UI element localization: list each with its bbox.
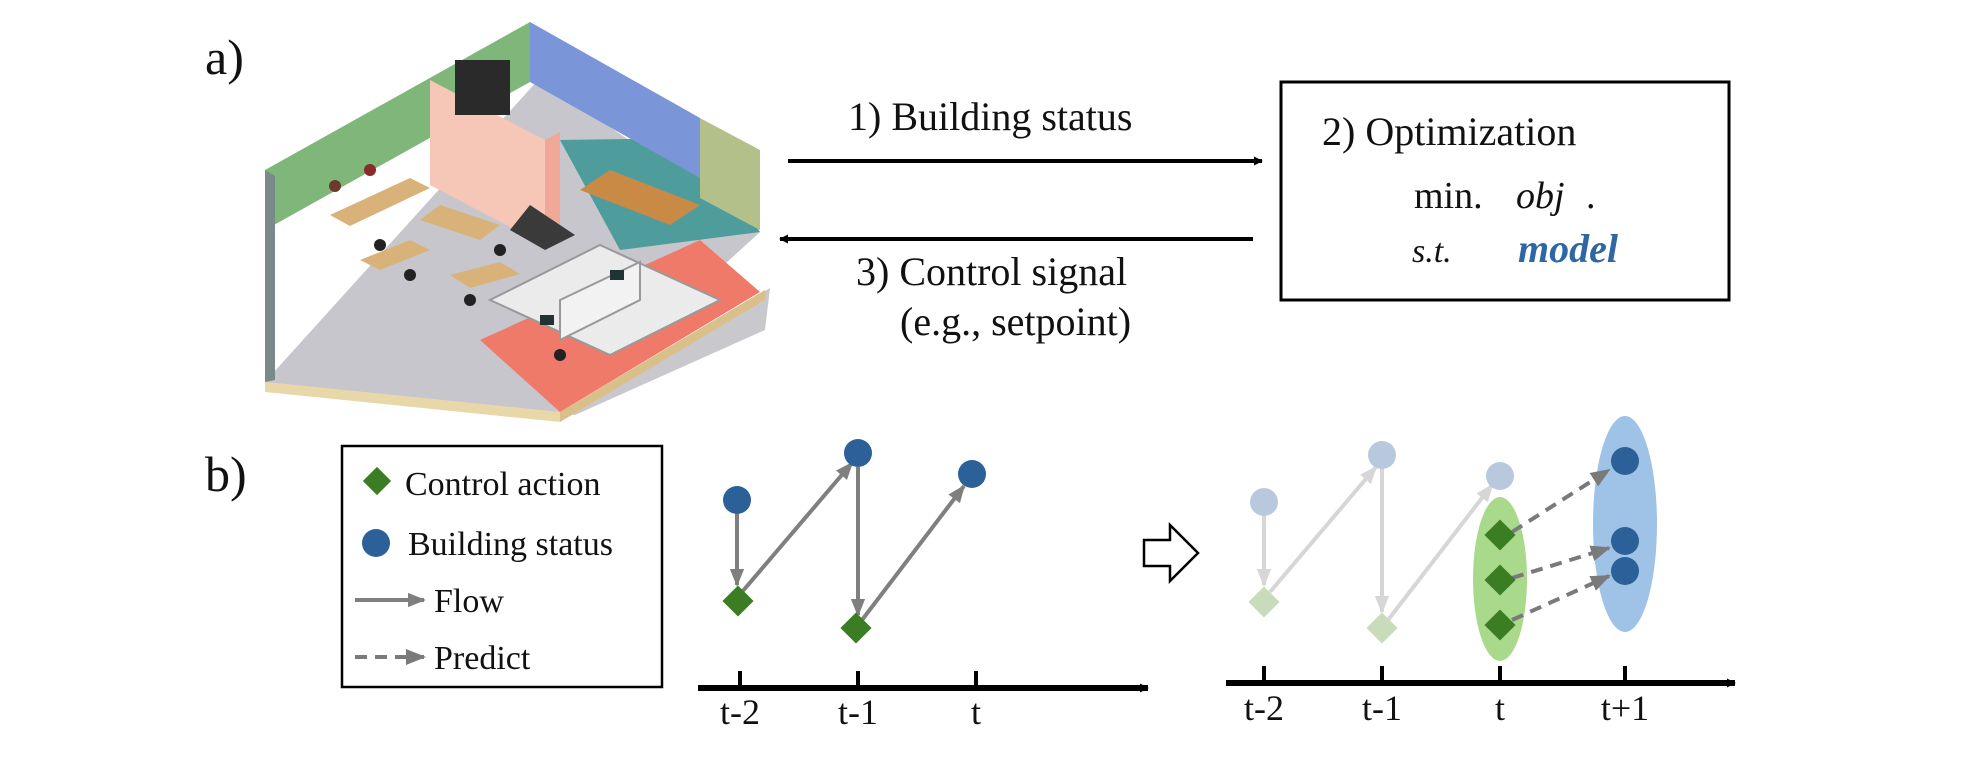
predicted-status-marker <box>1611 557 1639 585</box>
legend-diamond-icon <box>362 466 392 496</box>
control-signal-example: (e.g., setpoint) <box>900 299 1131 344</box>
objective-period: . <box>1586 175 1596 217</box>
optimization-box: 2) Optimization min. obj . s.t. model <box>1279 80 1731 302</box>
right-timeline: t-2 t-1 t t+1 <box>1226 416 1736 728</box>
objective-min: min. <box>1414 175 1483 217</box>
left-tick-label-t-2: t-2 <box>720 692 760 732</box>
predicted-status-marker <box>1611 447 1639 475</box>
left-timeline: t-2 t-1 t <box>698 439 1149 732</box>
right-tick-label-t-2: t-2 <box>1244 688 1284 728</box>
model-text: model <box>1518 226 1619 271</box>
left-tick-label-t-1: t-1 <box>838 692 878 732</box>
predict-arrow <box>1511 545 1611 580</box>
office-building-illustration <box>265 22 770 422</box>
legend-circle-icon <box>362 529 390 557</box>
faded-flow-arrow <box>1268 465 1378 594</box>
panel-b-label: b) <box>205 446 247 502</box>
flow-arrow <box>740 461 854 594</box>
faded-status-marker <box>1486 462 1514 490</box>
right-tick-label-t-1: t-1 <box>1362 688 1402 728</box>
panel-a-label: a) <box>205 29 244 85</box>
predicted-status-marker <box>1611 527 1639 555</box>
subject-to: s.t. <box>1412 233 1452 270</box>
legend-control-action: Control action <box>405 466 600 503</box>
objective-obj: obj <box>1516 175 1565 217</box>
faded-action-marker <box>1248 586 1280 618</box>
building-status-marker <box>723 486 751 514</box>
faded-action-marker <box>1366 612 1398 644</box>
control-action-marker <box>722 585 754 617</box>
faded-flow-arrow <box>1386 483 1494 622</box>
right-tick-label-t+1: t+1 <box>1601 688 1649 728</box>
building-status-marker <box>958 460 986 488</box>
legend-flow: Flow <box>434 583 504 620</box>
legend-building-status: Building status <box>408 526 613 563</box>
legend-predict: Predict <box>434 640 531 677</box>
control-action-marker <box>840 612 872 644</box>
optimization-title: 2) Optimization <box>1322 109 1576 154</box>
building-status-label: 1) Building status <box>848 94 1132 139</box>
flow-arrow <box>860 484 966 622</box>
right-tick-label-t: t <box>1495 688 1505 728</box>
transition-arrow-icon <box>1142 521 1200 585</box>
legend-box: Control action Building status Flow Pred… <box>340 444 664 689</box>
faded-status-marker <box>1368 441 1396 469</box>
building-status-marker <box>844 439 872 467</box>
faded-status-marker <box>1250 488 1278 516</box>
predict-arrow <box>1511 574 1611 622</box>
left-tick-label-t: t <box>971 692 981 732</box>
control-signal-label: 3) Control signal <box>856 249 1127 294</box>
